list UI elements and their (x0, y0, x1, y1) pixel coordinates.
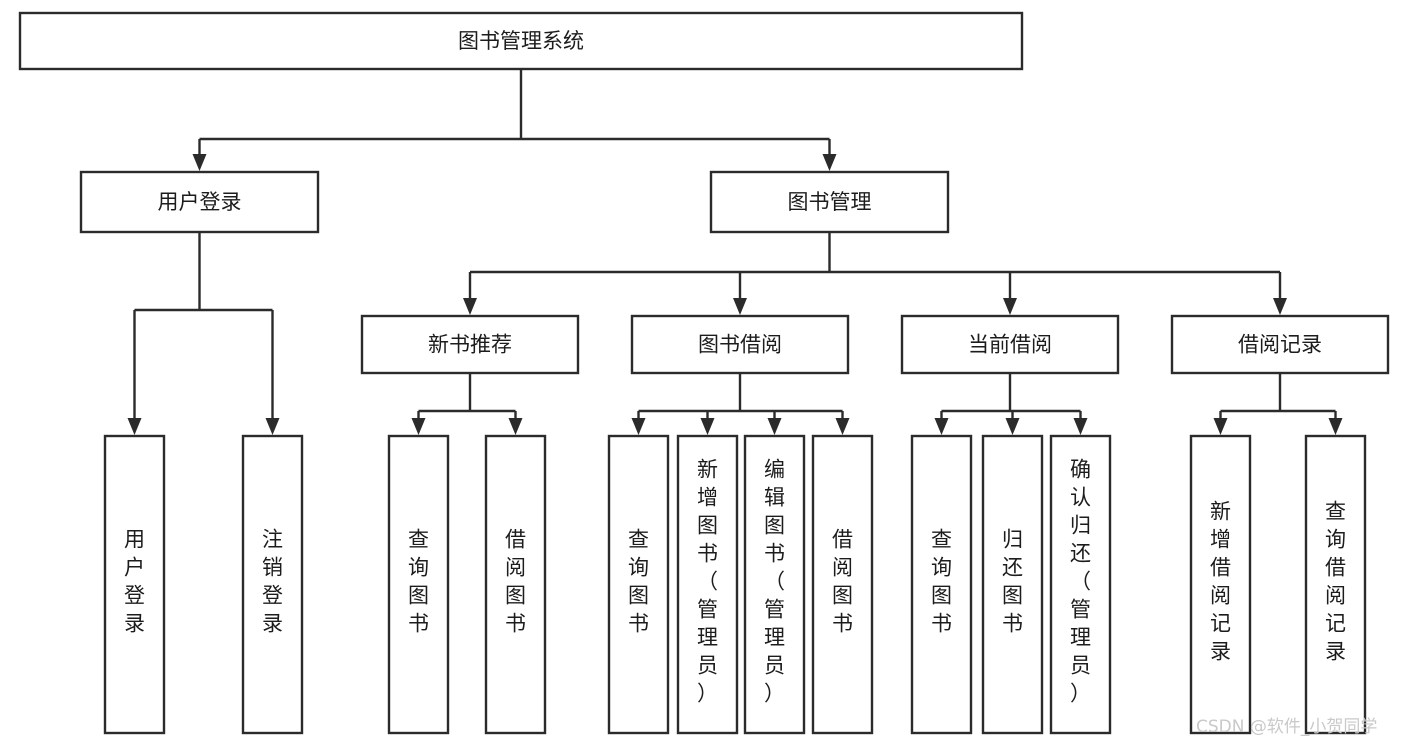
node-box (1189, 434, 1252, 735)
node-label: 借阅记录 (1238, 333, 1322, 357)
node-leaf-rec-borrow[interactable]: 借阅图书 (484, 434, 547, 735)
node-label: 注销登录 (262, 528, 283, 636)
node-borrow-record[interactable]: 借阅记录 (1170, 314, 1390, 375)
node-label: 当前借阅 (968, 333, 1052, 357)
node-box (607, 434, 670, 735)
node-box (387, 434, 450, 735)
arrow-head-icon (1213, 418, 1228, 435)
arrow-head-icon (411, 418, 426, 435)
arrow-head-icon (767, 418, 782, 435)
node-box (360, 314, 580, 375)
csdn-watermark: CSDN @软件_小贺同学 (1196, 717, 1377, 737)
node-layer: 图书管理系统用户登录图书管理新书推荐图书借阅当前借阅借阅记录用户登录注销登录查询… (18, 11, 1390, 735)
arrow-head-icon (127, 418, 142, 435)
node-book-borrow[interactable]: 图书借阅 (630, 314, 850, 375)
node-box (103, 434, 166, 735)
arrow-head-icon (835, 418, 850, 435)
node-root[interactable]: 图书管理系统 (18, 11, 1024, 71)
node-current-borrow[interactable]: 当前借阅 (900, 314, 1120, 375)
node-label: 归还图书 (1002, 528, 1023, 636)
arrow-head-icon (733, 298, 747, 315)
node-label: 用户登录 (124, 528, 145, 636)
node-leaf-cur-return[interactable]: 归还图书 (981, 434, 1044, 735)
node-box (981, 434, 1044, 735)
node-leaf-borrow-query[interactable]: 查询图书 (607, 434, 670, 735)
node-box (484, 434, 547, 735)
node-leaf-borrow-lend[interactable]: 借阅图书 (811, 434, 874, 735)
node-user-login[interactable]: 用户登录 (79, 170, 320, 234)
node-leaf-user-logout[interactable]: 注销登录 (241, 434, 304, 735)
node-label: 查询图书 (931, 528, 952, 636)
node-leaf-user-login[interactable]: 用户登录 (103, 434, 166, 735)
arrow-head-icon (822, 154, 837, 171)
arrow-head-icon (265, 418, 280, 435)
node-label: 新书推荐 (428, 333, 512, 357)
node-label: 图书借阅 (698, 333, 782, 357)
node-box (241, 434, 304, 735)
node-label: 借阅图书 (832, 528, 853, 636)
node-box (900, 314, 1120, 375)
node-leaf-cur-confirm[interactable]: 确认归还（管理员） (1049, 434, 1112, 735)
node-label: 查询图书 (628, 528, 649, 636)
node-box (1170, 314, 1390, 375)
node-book-manage[interactable]: 图书管理 (709, 170, 950, 234)
node-label: 查询借阅记录 (1325, 500, 1346, 664)
arrow-head-icon (934, 418, 949, 435)
node-box (709, 170, 950, 234)
arrow-head-icon (192, 154, 207, 171)
node-box (811, 434, 874, 735)
node-box (18, 11, 1024, 71)
node-leaf-borrow-add[interactable]: 新增图书（管理员） (676, 434, 739, 735)
node-box (79, 170, 320, 234)
arrow-head-icon (463, 298, 477, 315)
arrow-head-icon (700, 418, 715, 435)
node-label: 用户登录 (158, 190, 242, 214)
node-leaf-cur-query[interactable]: 查询图书 (910, 434, 973, 735)
node-label: 新增图书（管理员） (697, 458, 718, 706)
arrow-head-icon (1005, 418, 1020, 435)
arrow-head-icon (1073, 418, 1088, 435)
node-leaf-rec-query[interactable]: 查询图书 (387, 434, 450, 735)
node-label: 查询图书 (408, 528, 429, 636)
node-box (1304, 434, 1367, 735)
node-box (743, 434, 806, 735)
node-leaf-rec-add[interactable]: 新增借阅记录 (1189, 434, 1252, 735)
node-label: 图书管理 (788, 190, 872, 214)
arrow-head-icon (631, 418, 646, 435)
node-label: 新增借阅记录 (1210, 500, 1231, 664)
node-label: 图书管理系统 (458, 29, 584, 53)
node-label: 借阅图书 (505, 528, 526, 636)
node-leaf-rec-search[interactable]: 查询借阅记录 (1304, 434, 1367, 735)
node-new-book-rec[interactable]: 新书推荐 (360, 314, 580, 375)
arrow-head-icon (1273, 298, 1287, 315)
node-label: 编辑图书（管理员） (764, 458, 785, 706)
node-box (1049, 434, 1112, 735)
node-box (676, 434, 739, 735)
node-box (910, 434, 973, 735)
connector-layer (127, 69, 1343, 435)
node-label: 确认归还（管理员） (1070, 458, 1091, 706)
arrow-head-icon (1003, 298, 1017, 315)
arrow-head-icon (508, 418, 523, 435)
arrow-head-icon (1328, 418, 1343, 435)
node-leaf-borrow-edit[interactable]: 编辑图书（管理员） (743, 434, 806, 735)
node-box (630, 314, 850, 375)
